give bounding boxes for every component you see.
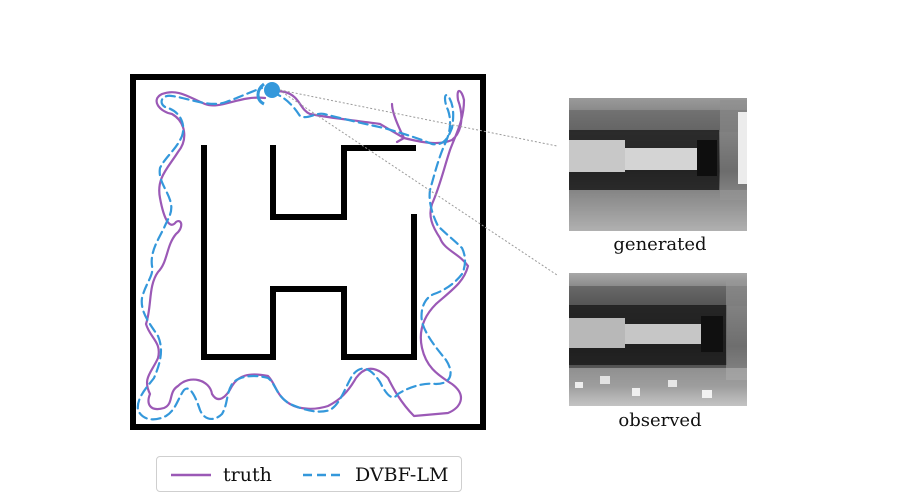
legend: truth DVBF-LM (156, 456, 462, 492)
observed-caption: observed (618, 410, 702, 431)
maze-outer-wall (130, 74, 486, 430)
generated-view-image (569, 98, 747, 231)
legend-entry-truth: truth (171, 457, 272, 493)
legend-label-dvbf-lm: DVBF-LM (355, 464, 449, 486)
connector-line-generated (279, 89, 558, 147)
legend-swatch-dvbf-lm (303, 473, 343, 477)
legend-entry-dvbf-lm: DVBF-LM (303, 457, 448, 493)
connector-line-observed (281, 91, 558, 276)
legend-swatch-truth (171, 473, 211, 477)
dvbf-lm-trajectory (136, 86, 467, 421)
agent-position-marker (264, 82, 280, 98)
generated-caption: generated (613, 234, 707, 255)
field-of-view-arc (256, 82, 265, 106)
legend-label-truth: truth (223, 464, 272, 486)
maze-inner-walls (201, 145, 417, 360)
observed-view-image (569, 273, 747, 406)
